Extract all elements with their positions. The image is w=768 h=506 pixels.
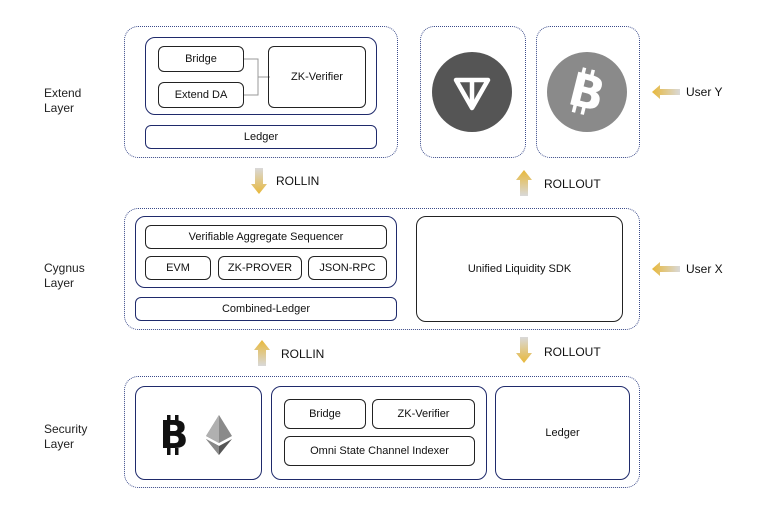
extend-layer-label-line1: Extend	[44, 86, 82, 100]
evm-label: EVM	[166, 262, 190, 274]
user-x-label: User X	[686, 262, 723, 276]
cygnus-layer-label-line1: Cygnus	[44, 261, 85, 275]
security-layer-label-line1: Security	[44, 422, 88, 436]
extend-ledger-label: Ledger	[243, 131, 279, 143]
rollin-bottom-arrow-icon	[254, 340, 270, 366]
rollin-top-label: ROLLIN	[276, 174, 320, 188]
cygnus-layer-panel	[124, 208, 640, 330]
omni-indexer-box[interactable]: Omni State Channel Indexer	[284, 436, 475, 466]
rollin-top-arrow-icon	[251, 168, 267, 194]
extend-da-box[interactable]: Extend DA	[158, 82, 244, 108]
rollout-top-label: ROLLOUT	[544, 177, 601, 191]
unified-sdk-label: Unified Liquidity SDK	[467, 263, 572, 275]
bridge-da-connector	[244, 58, 270, 96]
rollout-top-arrow-icon	[516, 170, 532, 196]
user-y-arrow-icon	[652, 85, 680, 99]
extend-layer-panel	[124, 26, 398, 158]
security-layer-label-line2: Layer	[44, 437, 75, 451]
ton-icon	[432, 52, 512, 132]
sequencer-box[interactable]: Verifiable Aggregate Sequencer	[145, 225, 387, 249]
json-rpc-box[interactable]: JSON-RPC	[308, 256, 387, 280]
extend-layer-label: Extend Layer	[44, 86, 81, 116]
extend-bridge-label: Bridge	[185, 53, 217, 65]
cygnus-layer-label: Cygnus Layer	[44, 261, 85, 291]
evm-box[interactable]: EVM	[145, 256, 211, 280]
security-bridge-box[interactable]: Bridge	[284, 399, 366, 429]
security-ledger-label: Ledger	[545, 427, 580, 439]
zk-prover-box[interactable]: ZK-PROVER	[218, 256, 302, 280]
bitcoin-icon: B	[547, 52, 627, 132]
combined-ledger-box[interactable]: Combined-Ledger	[135, 297, 397, 321]
security-bridge-label: Bridge	[309, 408, 341, 420]
sequencer-label: Verifiable Aggregate Sequencer	[188, 231, 344, 243]
extend-bridge-box[interactable]: Bridge	[158, 46, 244, 72]
ton-panel	[420, 26, 526, 158]
security-zk-verifier-box[interactable]: ZK-Verifier	[372, 399, 475, 429]
ethereum-icon	[206, 415, 232, 455]
rollin-bottom-label: ROLLIN	[281, 347, 325, 361]
chain-icons-box: B	[135, 386, 262, 480]
rollout-bottom-arrow-icon	[516, 337, 532, 363]
svg-text:B: B	[160, 415, 189, 455]
extend-layer-label-line2: Layer	[44, 101, 75, 115]
unified-sdk-box[interactable]: Unified Liquidity SDK	[416, 216, 623, 322]
bitcoin-icon: B	[160, 415, 189, 455]
security-layer-label: Security Layer	[44, 422, 87, 452]
extend-zk-verifier-box[interactable]: ZK-Verifier	[268, 46, 366, 108]
extend-ledger-box[interactable]: Ledger	[145, 125, 377, 149]
omni-indexer-label: Omni State Channel Indexer	[310, 445, 449, 457]
user-y-label: User Y	[686, 85, 723, 99]
cygnus-components-group	[135, 216, 397, 288]
extend-components-group	[145, 37, 377, 115]
user-x-arrow-icon	[652, 262, 680, 276]
extend-zk-verifier-label: ZK-Verifier	[291, 71, 343, 83]
security-layer-panel	[124, 376, 640, 488]
rollout-bottom-label: ROLLOUT	[544, 345, 601, 359]
security-zk-verifier-label: ZK-Verifier	[397, 408, 450, 420]
bitcoin-panel: B	[536, 26, 640, 158]
json-rpc-label: JSON-RPC	[319, 262, 376, 274]
security-components-group	[271, 386, 487, 480]
zk-prover-label: ZK-PROVER	[227, 262, 293, 274]
security-ledger-box[interactable]: Ledger	[495, 386, 630, 480]
combined-ledger-label: Combined-Ledger	[221, 303, 311, 315]
extend-da-label: Extend DA	[174, 89, 228, 101]
cygnus-layer-label-line2: Layer	[44, 276, 75, 290]
